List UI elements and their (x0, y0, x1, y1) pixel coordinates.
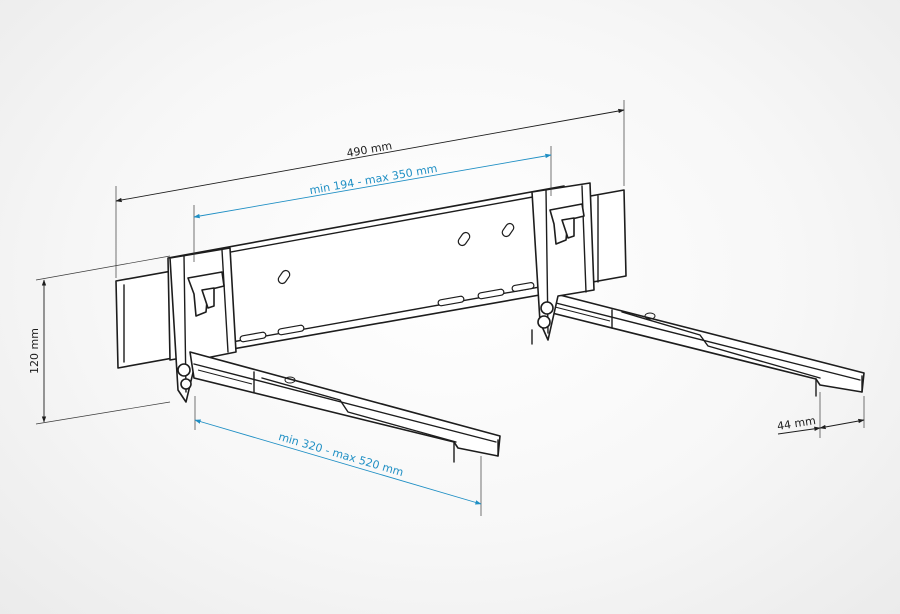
label-rail-adjust: min 194 - max 350 mm (308, 162, 438, 197)
right-shelf-arm (547, 291, 865, 397)
left-shelf-arm (189, 351, 501, 463)
rail-slots (239, 222, 535, 343)
dimension-height: 120 mm (28, 255, 171, 425)
label-arm-width: 44 mm (776, 414, 816, 433)
label-height: 120 mm (28, 328, 41, 374)
label-overall-width: 490 mm (346, 139, 394, 160)
label-arm-length: min 320 - max 520 mm (277, 430, 405, 479)
dimension-arm-width: 44 mm (776, 392, 865, 438)
